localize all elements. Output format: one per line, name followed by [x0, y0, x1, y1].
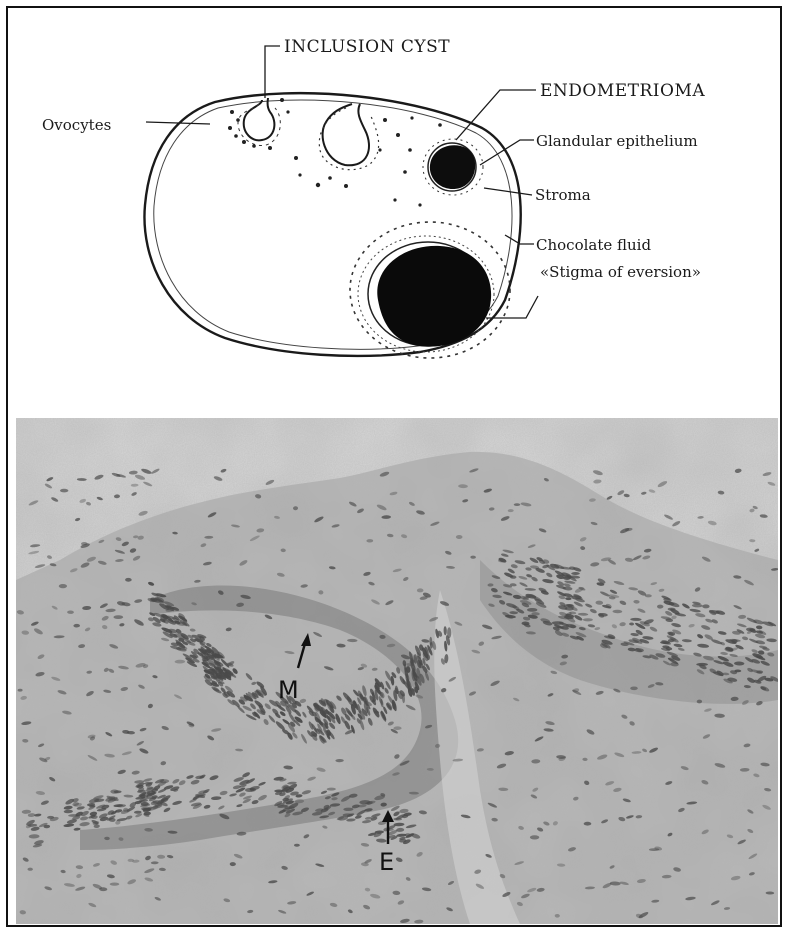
- label-ovocytes: Ovocytes: [42, 116, 111, 134]
- ovary-schematic: INCLUSION CYST ENDOMETRIOMA Ovocytes Gla…: [42, 37, 705, 358]
- nucleus: [456, 535, 463, 539]
- label-chocolate-fluid: Chocolate fluid: [536, 236, 651, 254]
- nucleus: [696, 663, 708, 666]
- label-glandular-epithelium: Glandular epithelium: [536, 132, 698, 150]
- histology-micrograph: [16, 418, 780, 924]
- nucleus: [447, 627, 451, 638]
- inclusion-cyst-middle: [323, 104, 369, 165]
- label-inclusion-cyst: INCLUSION CYST: [284, 37, 450, 57]
- label-stigma-of-eversion: «Stigma of eversion»: [540, 263, 701, 281]
- nucleus: [583, 618, 593, 621]
- nucleus: [59, 584, 67, 588]
- nucleus: [530, 835, 539, 839]
- nucleus: [571, 572, 580, 575]
- nucleus: [514, 503, 520, 506]
- small-endometrioma: [423, 139, 483, 195]
- marker-e-label: E: [379, 848, 394, 876]
- nucleus: [630, 687, 638, 691]
- nucleus: [584, 822, 592, 826]
- nucleus: [393, 818, 402, 821]
- nucleus: [527, 608, 537, 612]
- marker-m-label: M: [278, 676, 299, 704]
- nucleus: [110, 883, 120, 886]
- nucleus: [28, 868, 33, 871]
- label-stroma: Stroma: [535, 186, 591, 204]
- label-endometrioma: ENDOMETRIOMA: [540, 81, 705, 101]
- large-endometrioma: [350, 222, 510, 358]
- nucleus: [114, 615, 124, 619]
- nucleus: [294, 844, 300, 847]
